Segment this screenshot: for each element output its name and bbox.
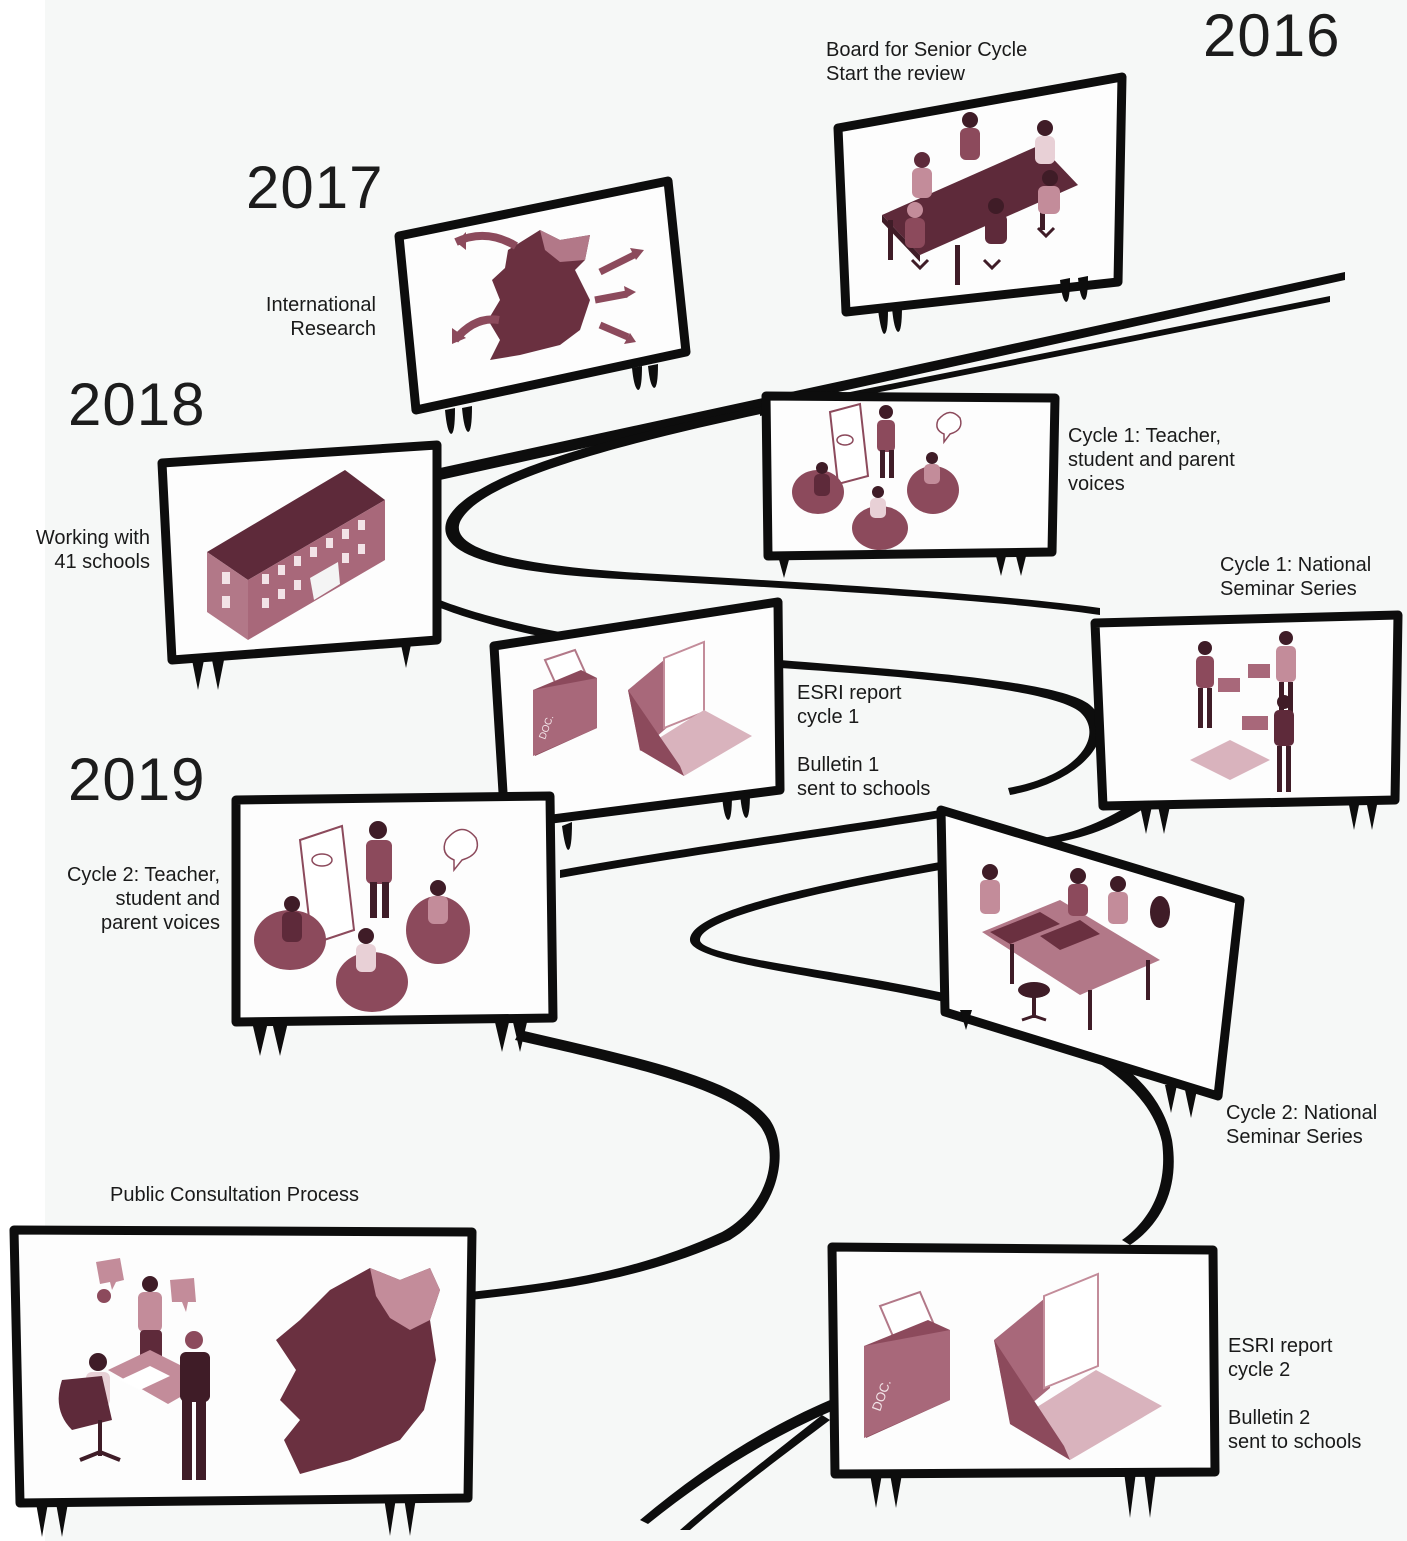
- frame-esri2: DOC.: [827, 1242, 1220, 1518]
- workshop-table-illustration: [980, 864, 1170, 1030]
- frame-schools: [157, 440, 442, 690]
- label-board: Board for Senior Cycle Start the review: [826, 38, 1027, 86]
- label-cycle1-voices: Cycle 1: Teacher, student and parent voi…: [1068, 424, 1235, 496]
- label-esri2: ESRI report cycle 2 Bulletin 2 sent to s…: [1228, 1334, 1361, 1454]
- ireland-map-illustration-2: [276, 1268, 440, 1474]
- ireland-map-illustration: [451, 230, 644, 360]
- label-cycle1-seminar: Cycle 1: National Seminar Series: [1220, 553, 1371, 601]
- label-research-line2: Research: [290, 318, 376, 340]
- frame-cycle2-voices: [231, 791, 558, 1056]
- label-cycle2-seminar: Cycle 2: National Seminar Series: [1226, 1101, 1377, 1149]
- group-discussion-illustration: [792, 402, 962, 550]
- label-cycle1-voices-line2: student and parent: [1068, 449, 1235, 471]
- year-2016: 2016: [1203, 2, 1341, 69]
- group-discussion-illustration-2: [254, 821, 479, 1012]
- label-public-consultation: Public Consultation Process: [110, 1183, 359, 1207]
- report-laptop-illustration-2: DOC.: [864, 1272, 1162, 1460]
- frame-board: [833, 72, 1127, 334]
- frame-public-consultation: [9, 1225, 477, 1537]
- label-esri2-line4: sent to schools: [1228, 1431, 1362, 1453]
- label-schools: Working with 41 schools: [0, 526, 150, 574]
- frame-cycle1-seminar: [1090, 610, 1403, 834]
- label-schools-line2: 41 schools: [54, 551, 150, 573]
- frame-research: [394, 176, 691, 434]
- label-esri2-line2: cycle 2: [1228, 1359, 1291, 1381]
- consultation-illustration: [58, 1258, 210, 1480]
- label-schools-line1: Working with: [35, 527, 150, 549]
- label-cycle1-voices-line3: voices: [1068, 473, 1125, 495]
- label-cycle2-voices-line3: parent voices: [101, 912, 220, 934]
- label-esri1-line3: Bulletin 1: [797, 754, 880, 776]
- label-cycle1-seminar-line2: Seminar Series: [1220, 578, 1357, 600]
- label-public-line1: Public Consultation Process: [110, 1184, 360, 1206]
- winding-road: [438, 272, 1345, 1530]
- label-research: International Research: [176, 293, 376, 341]
- label-board-line2: Start the review: [826, 63, 965, 85]
- label-cycle2-voices-line1: Cycle 2: Teacher,: [66, 864, 220, 886]
- label-esri1-line2: cycle 1: [797, 706, 860, 728]
- year-2018: 2018: [68, 371, 206, 438]
- label-esri2-line1: ESRI report: [1228, 1335, 1333, 1357]
- label-research-line1: International: [265, 294, 376, 316]
- frame-cycle2-seminar: [936, 805, 1245, 1118]
- label-esri1-line1: ESRI report: [797, 682, 902, 704]
- frame-esri1: DOC.: [489, 597, 785, 850]
- label-esri1: ESRI report cycle 1 Bulletin 1 sent to s…: [797, 681, 930, 801]
- label-cycle2-voices: Cycle 2: Teacher, student and parent voi…: [20, 863, 220, 935]
- puzzle-illustration: [1190, 631, 1296, 792]
- label-esri1-line4: sent to schools: [797, 778, 931, 800]
- meeting-illustration: [882, 112, 1078, 285]
- school-building-illustration: [207, 470, 385, 640]
- label-cycle2-voices-line2: student and: [115, 888, 220, 910]
- label-board-line1: Board for Senior Cycle: [826, 39, 1028, 61]
- year-2017: 2017: [246, 154, 384, 221]
- report-laptop-illustration: DOC.: [533, 640, 752, 776]
- frame-cycle1-voices: [761, 391, 1060, 578]
- label-cycle2-seminar-line1: Cycle 2: National: [1226, 1102, 1378, 1124]
- label-cycle2-seminar-line2: Seminar Series: [1226, 1126, 1363, 1148]
- label-cycle1-voices-line1: Cycle 1: Teacher,: [1068, 425, 1222, 447]
- year-2019: 2019: [68, 746, 206, 813]
- label-esri2-line3: Bulletin 2: [1228, 1407, 1311, 1429]
- label-cycle1-seminar-line1: Cycle 1: National: [1220, 554, 1372, 576]
